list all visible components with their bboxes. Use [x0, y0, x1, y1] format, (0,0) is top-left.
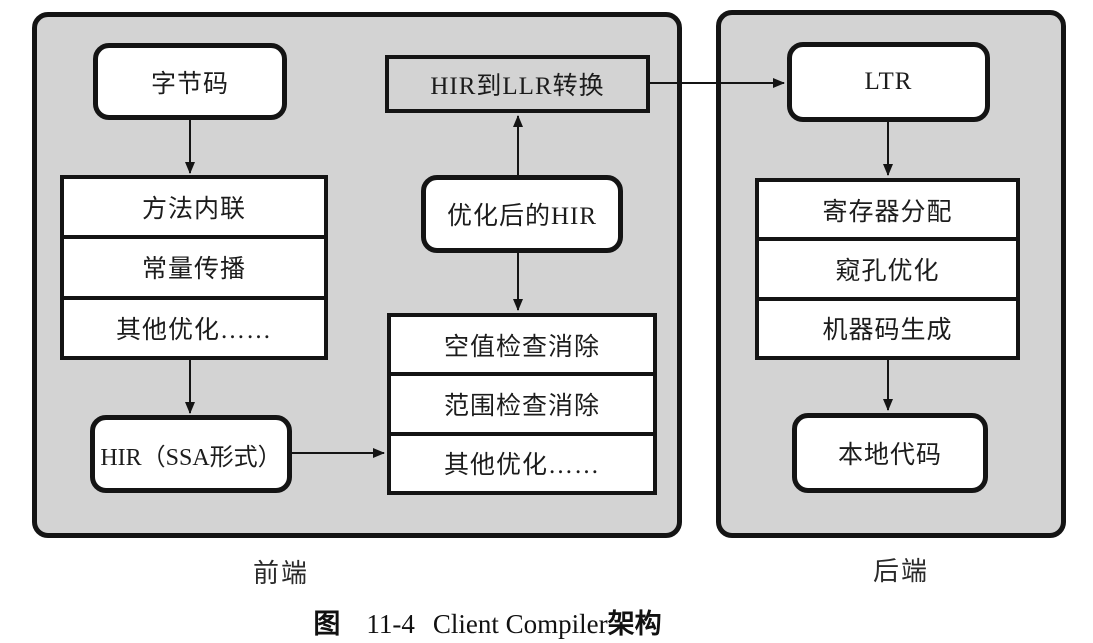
caption-fig-number: 11-4 — [366, 609, 415, 639]
peephole-optimization-row: 窥孔优化 — [759, 237, 1016, 296]
ltr-box: LTR — [787, 42, 990, 122]
range-check-elimination-row: 范围检查消除 — [391, 372, 653, 431]
back-end-label: 后端 — [872, 557, 929, 586]
other-optimizations-row: 其他优化…… — [64, 295, 324, 356]
register-allocation-row: 寄存器分配 — [822, 198, 953, 226]
optimized-hir-box: 优化后的HIR — [421, 175, 623, 253]
caption-title-cjk: 架构 — [607, 609, 662, 639]
figure-caption: 图 11-4 Client Compiler架构 — [0, 602, 975, 641]
bytecode-box: 字节码 — [93, 43, 287, 120]
hir-to-llr-box: HIR到LLR转换 — [385, 55, 650, 113]
caption-title-latin: Client Compiler — [432, 609, 608, 639]
hir-ssa-box: HIR（SSA形式） — [90, 415, 292, 493]
machine-code-generation-row: 机器码生成 — [759, 296, 1016, 356]
constant-propagation-row: 常量传播 — [64, 235, 324, 295]
method-inlining-row: 方法内联 — [141, 196, 246, 224]
hir-optimization-stack: 空值检查消除 范围检查消除 其他优化…… — [387, 313, 657, 495]
native-code-box: 本地代码 — [792, 413, 988, 493]
frontend-optimization-stack: 方法内联 常量传播 其他优化…… — [60, 175, 328, 360]
backend-stack: 寄存器分配 窥孔优化 机器码生成 — [755, 178, 1020, 360]
caption-fig-label: 图 — [313, 609, 341, 639]
front-end-label: 前端 — [252, 559, 309, 588]
null-check-elimination-row: 空值检查消除 — [443, 333, 600, 361]
other-optimizations-row: 其他优化…… — [391, 431, 653, 491]
